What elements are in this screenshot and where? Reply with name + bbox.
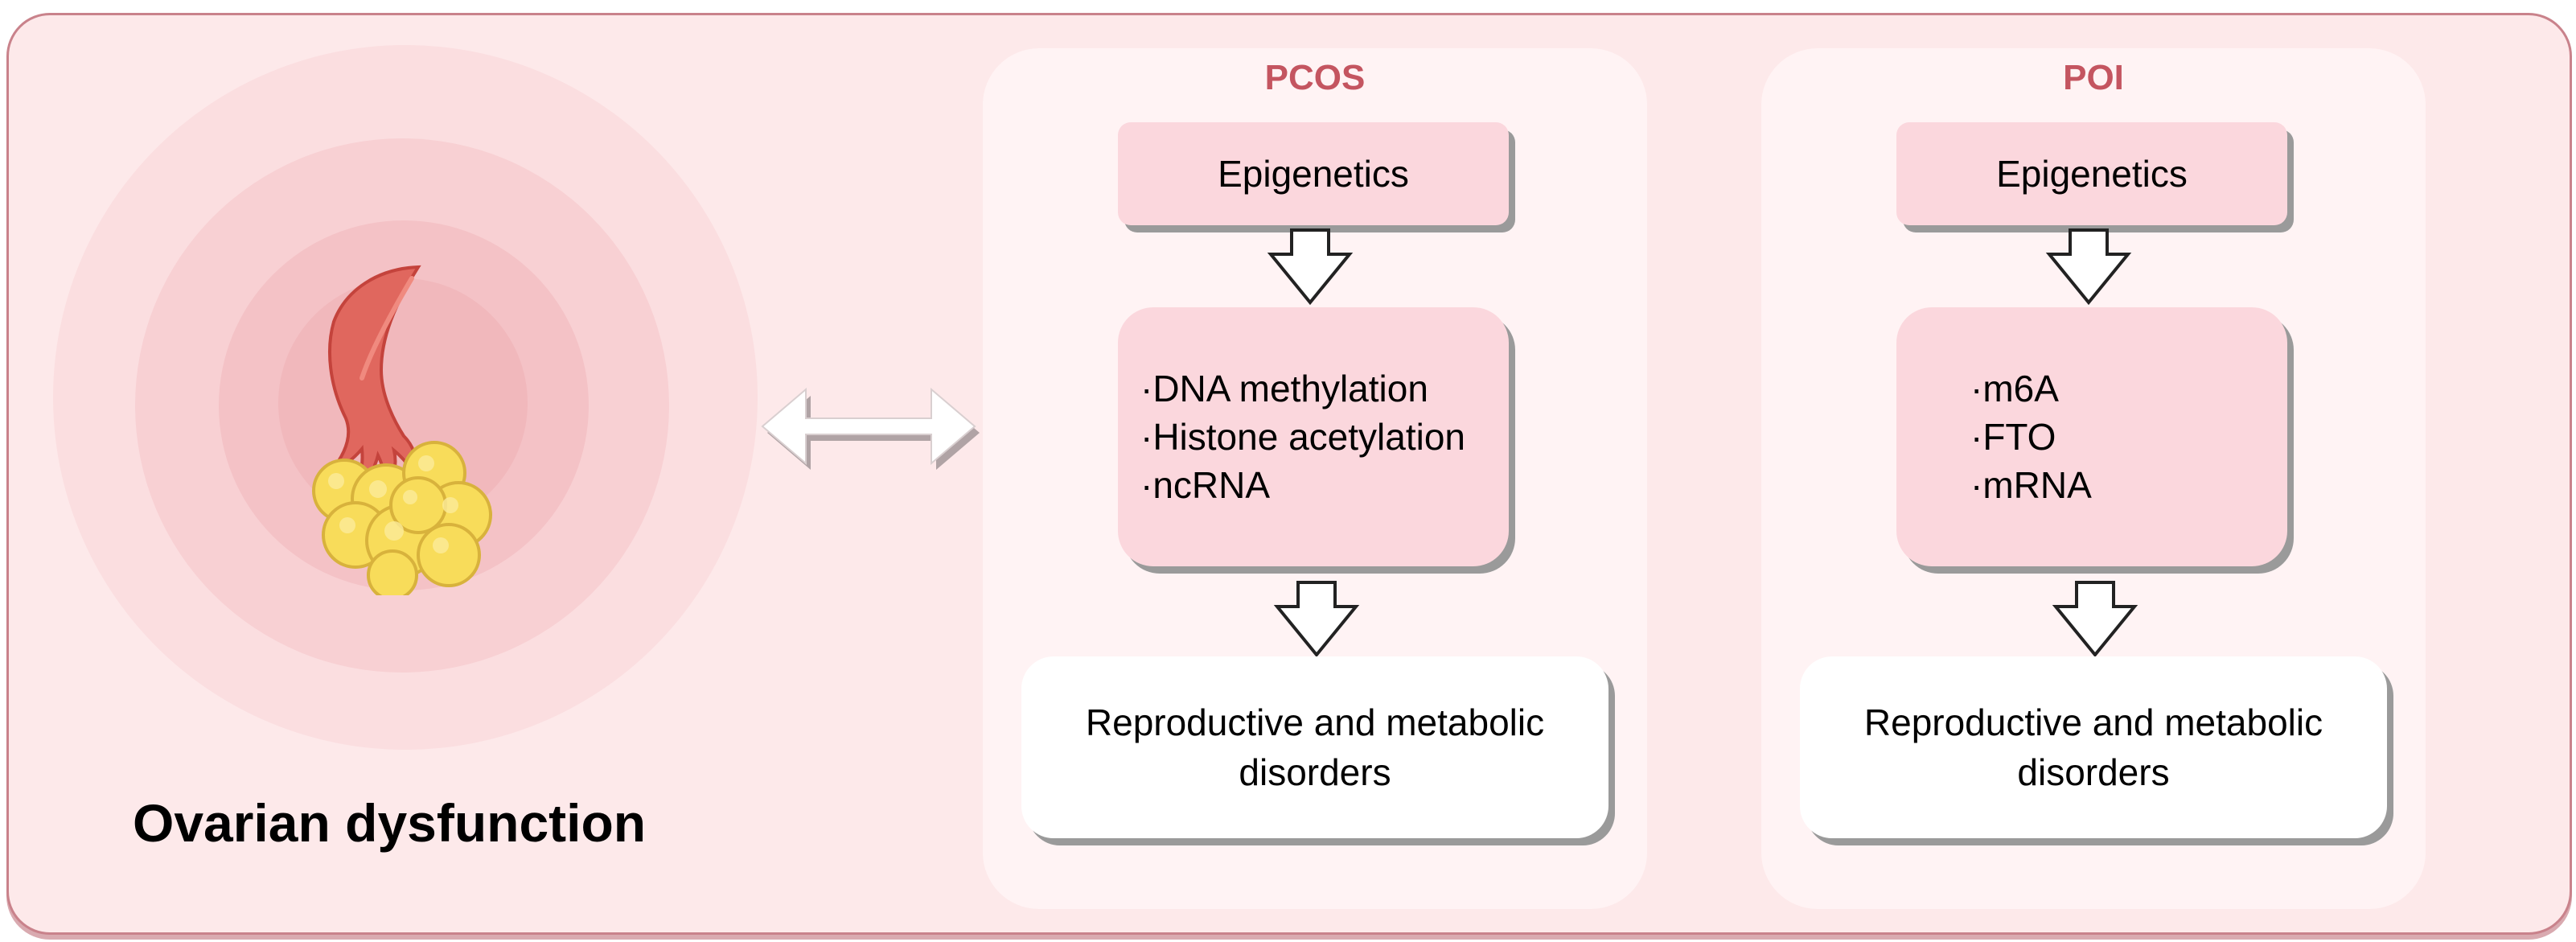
panel-title-poi: POI (2063, 58, 2124, 97)
poi-panel: POI Epigenetics ·m6A ·FTO ·mRNA Reproduc… (1761, 48, 2426, 909)
mechanism-item: ·mRNA (1970, 464, 2092, 506)
outcome-line-2: disorders (2017, 751, 2170, 793)
panel-title-pcos: PCOS (1264, 58, 1366, 97)
outcome-line-1: Reproductive and metabolic (1085, 701, 1545, 743)
outcome-line-1: Reproductive and metabolic (1863, 701, 2323, 743)
down-arrow-icon (1267, 228, 1354, 306)
ovarian-follicle-icon (312, 265, 492, 595)
pcos-panel: PCOS Epigenetics ·DNA methylation ·Histo… (983, 48, 1647, 909)
outcome-box-pcos: Reproductive and metabolic disorders (1021, 656, 1608, 838)
outcome-line-2: disorders (1239, 751, 1391, 793)
mechanisms-box-poi: ·m6A ·FTO ·mRNA (1896, 307, 2287, 566)
epigenetics-box-pcos: Epigenetics (1118, 122, 1509, 225)
mechanism-item: ·m6A (1970, 368, 2059, 409)
double-headed-arrow-icon (761, 387, 980, 470)
mechanism-item: ·FTO (1970, 416, 2056, 458)
mechanisms-box-pcos: ·DNA methylation ·Histone acetylation ·n… (1118, 307, 1509, 566)
down-arrow-icon (2045, 228, 2132, 306)
mechanism-item: ·DNA methylation (1140, 368, 1428, 409)
mechanism-item: ·ncRNA (1140, 464, 1271, 506)
mechanism-item: ·Histone acetylation (1140, 416, 1465, 458)
outcome-box-poi: Reproductive and metabolic disorders (1800, 656, 2387, 838)
down-arrow-icon (1273, 581, 1360, 658)
main-title: Ovarian dysfunction (133, 793, 647, 853)
down-arrow-icon (2052, 581, 2138, 658)
epigenetics-box-poi: Epigenetics (1896, 122, 2287, 225)
